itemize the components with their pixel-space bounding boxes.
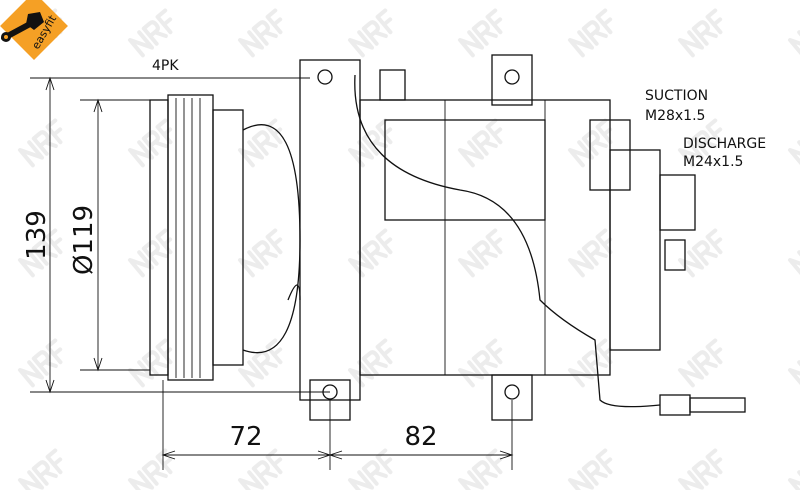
watermark-mark [348, 118, 393, 168]
watermark-mark [568, 228, 613, 278]
watermark-mark [18, 118, 63, 168]
diameter-dimension: Ø119 [69, 205, 99, 275]
watermark-mark [238, 118, 283, 168]
watermark-mark [458, 338, 503, 388]
belt-label: 4PK [152, 58, 179, 74]
watermark-mark [788, 8, 800, 58]
watermark-mark [238, 8, 283, 58]
compressor-body [287, 54, 696, 421]
dimension-lines [30, 76, 514, 470]
watermark-layer [18, 8, 800, 490]
watermark-mark [678, 338, 723, 388]
watermark-mark [788, 448, 800, 490]
watermark-mark [568, 448, 613, 490]
watermark-mark [788, 228, 800, 278]
watermark-mark [568, 338, 613, 388]
watermark-mark [678, 118, 723, 168]
spacing-dimension: 82 [404, 422, 437, 452]
offset-dimension: 72 [229, 422, 262, 452]
watermark-mark [568, 118, 613, 168]
discharge-thread: M24x1.5 [683, 154, 743, 170]
discharge-label: DISCHARGE [683, 136, 766, 152]
watermark-mark [788, 338, 800, 388]
watermark-mark [678, 8, 723, 58]
height-dimension: 139 [22, 210, 52, 260]
watermark-mark [348, 338, 393, 388]
suction-label: SUCTION [645, 88, 708, 104]
watermark-mark [238, 338, 283, 388]
watermark-mark [128, 338, 173, 388]
watermark-mark [568, 8, 613, 58]
watermark-mark [678, 448, 723, 490]
cable [354, 74, 746, 416]
easyfit-logo: easyfit [0, 0, 68, 60]
watermark-mark [458, 448, 503, 490]
watermark-mark [128, 448, 173, 490]
watermark-mark [128, 118, 173, 168]
pulley [149, 94, 301, 381]
watermark-mark [788, 118, 800, 168]
watermark-mark [458, 228, 503, 278]
watermark-mark [128, 8, 173, 58]
suction-thread: M28x1.5 [645, 108, 705, 124]
watermark-mark [348, 8, 393, 58]
watermark-mark [128, 228, 173, 278]
watermark-mark [18, 338, 63, 388]
watermark-mark [458, 8, 503, 58]
watermark-mark [678, 228, 723, 278]
watermark-mark [18, 448, 63, 490]
watermark-mark [348, 228, 393, 278]
watermark-mark [238, 448, 283, 490]
watermark-mark [238, 228, 283, 278]
watermark-mark [348, 448, 393, 490]
watermark-mark [458, 118, 503, 168]
